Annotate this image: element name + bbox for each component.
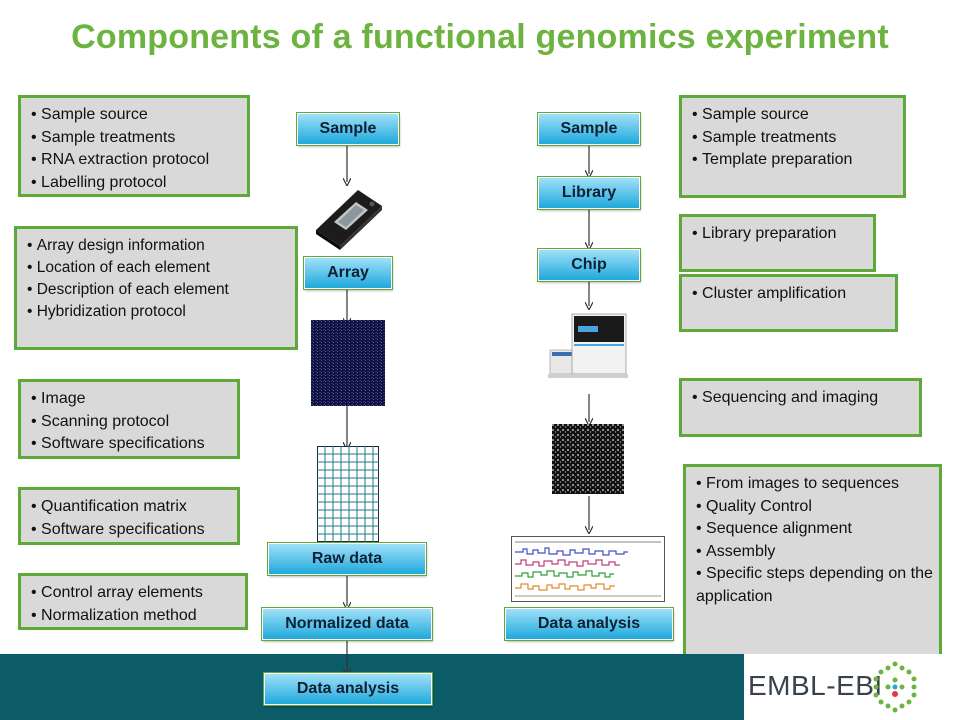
info-box-array: Array design information Location of eac…	[14, 226, 298, 350]
info-item: Sample treatments	[692, 127, 897, 150]
info-item: Cluster amplification	[692, 283, 889, 306]
info-box-cluster: Cluster amplification	[679, 274, 898, 332]
step-sample-microarray: Sample	[297, 113, 399, 145]
info-item: Control array elements	[31, 582, 239, 605]
info-box-sample-sequencing: Sample source Sample treatments Template…	[679, 95, 906, 198]
info-item: Sample treatments	[31, 127, 241, 150]
microarray-chip-image	[316, 190, 382, 250]
info-item: Sequence alignment	[696, 518, 933, 541]
info-item: Assembly	[696, 541, 933, 564]
info-item: Library preparation	[692, 223, 867, 246]
info-item: From images to sequences	[696, 473, 933, 496]
step-data-analysis-sequencing: Data analysis	[505, 608, 673, 640]
info-box-library: Library preparation	[679, 214, 876, 272]
info-item: Software specifications	[31, 519, 231, 542]
step-data-analysis-microarray: Data analysis	[264, 673, 432, 705]
step-raw-data: Raw data	[268, 543, 426, 575]
step-library: Library	[538, 177, 640, 209]
embl-ebi-logo: EMBL-EBI	[748, 670, 883, 701]
info-item: Normalization method	[31, 605, 239, 628]
step-normalized-data: Normalized data	[262, 608, 432, 640]
info-item: Specific steps depending on the applicat…	[696, 563, 933, 608]
info-box-image: Image Scanning protocol Software specifi…	[18, 379, 240, 459]
genome-browser-image	[511, 536, 665, 602]
step-chip: Chip	[538, 249, 640, 281]
info-box-analysis-steps: From images to sequences Quality Control…	[683, 464, 942, 658]
logo-hexagon-icon	[873, 661, 917, 713]
info-box-sample-microarray: Sample source Sample treatments RNA extr…	[18, 95, 250, 197]
info-item: Scanning protocol	[31, 411, 231, 434]
info-item: Hybridization protocol	[27, 301, 289, 323]
info-item: Sequencing and imaging	[692, 387, 913, 410]
info-box-quantification: Quantification matrix Software specifica…	[18, 487, 240, 545]
raw-data-grid-image	[317, 446, 379, 542]
info-item: Quality Control	[696, 496, 933, 519]
page-title: Components of a functional genomics expe…	[71, 18, 889, 56]
info-item: Software specifications	[31, 433, 231, 456]
info-item: Array design information	[27, 235, 289, 257]
sequencing-image	[552, 424, 624, 494]
info-item: Template preparation	[692, 149, 897, 172]
logo-area	[744, 654, 960, 720]
scanned-array-image	[311, 320, 385, 406]
info-item: Labelling protocol	[31, 172, 241, 195]
info-item: Location of each element	[27, 257, 289, 279]
info-item: RNA extraction protocol	[31, 149, 241, 172]
info-item: Quantification matrix	[31, 496, 231, 519]
info-item: Description of each element	[27, 279, 289, 301]
sequencer-image	[548, 313, 628, 378]
step-sample-sequencing: Sample	[538, 113, 640, 145]
info-box-sequencing: Sequencing and imaging	[679, 378, 922, 437]
info-item: Image	[31, 388, 231, 411]
info-box-normalization: Control array elements Normalization met…	[18, 573, 248, 630]
step-array: Array	[304, 257, 392, 289]
info-item: Sample source	[31, 104, 241, 127]
info-item: Sample source	[692, 104, 897, 127]
